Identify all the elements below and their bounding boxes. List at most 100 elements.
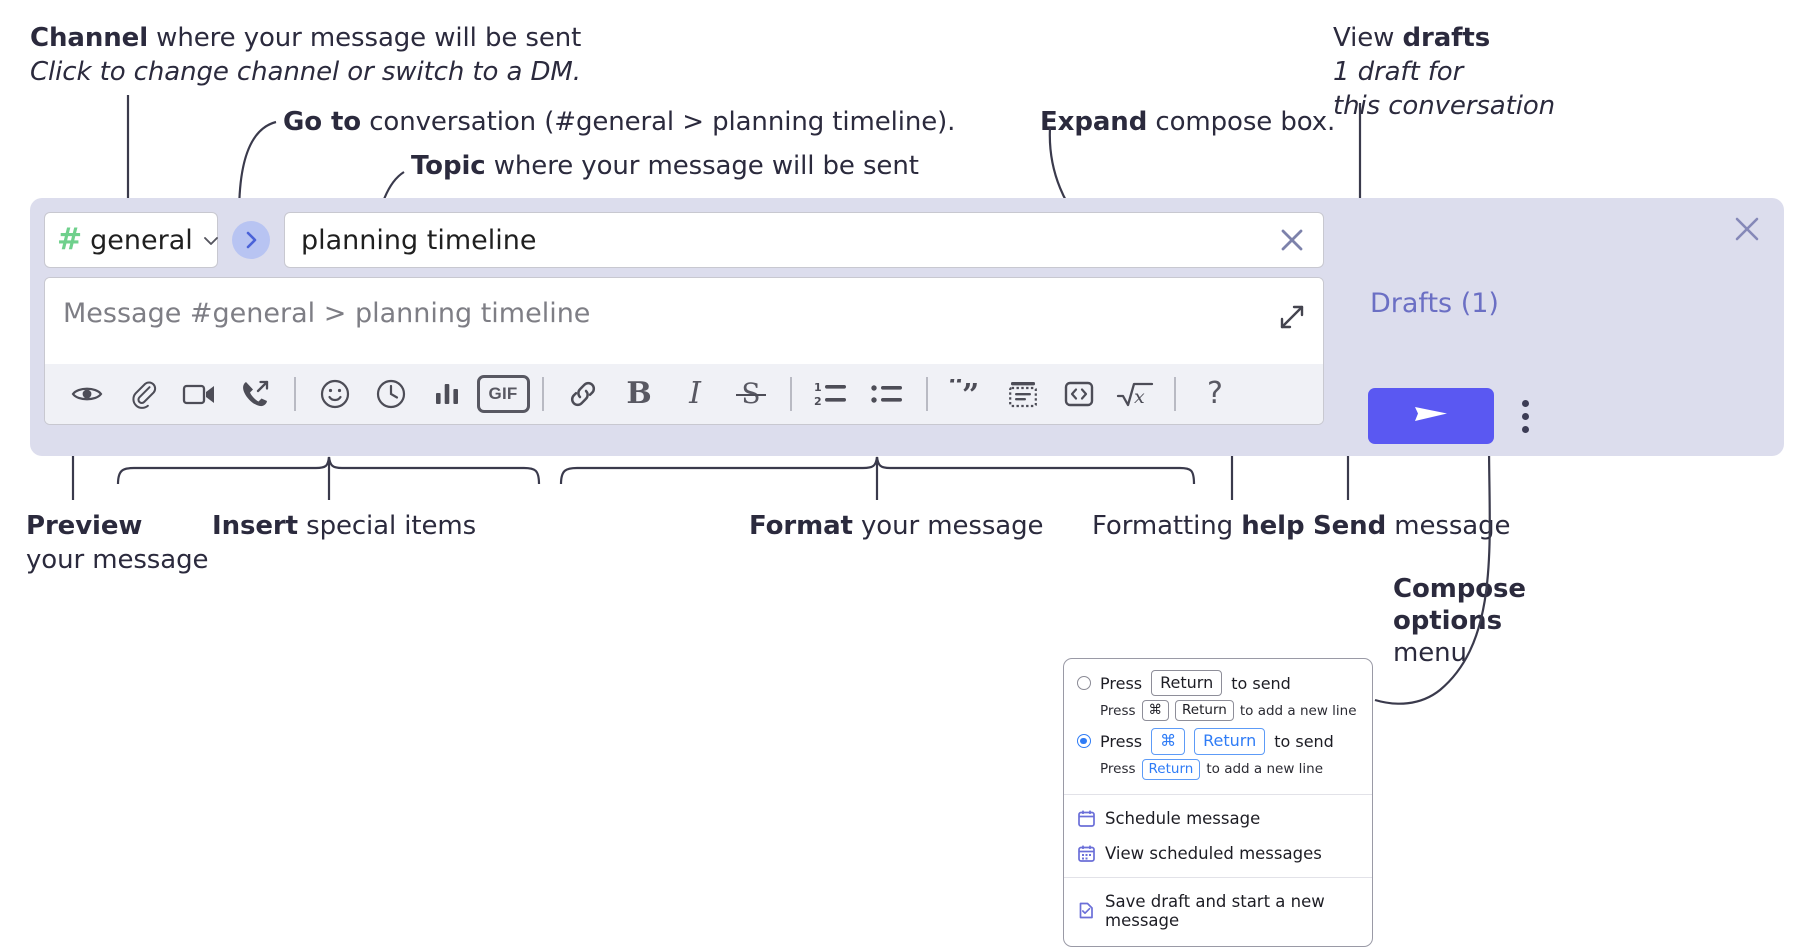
option1-post: to send <box>1231 673 1291 693</box>
radio-unselected-icon <box>1077 676 1091 691</box>
message-textarea[interactable]: Message #general > planning timeline <box>45 278 1323 364</box>
help-label: ? <box>1207 376 1223 411</box>
code-icon[interactable] <box>1051 366 1107 422</box>
attachment-icon[interactable] <box>115 366 171 422</box>
menu-item-view-scheduled-messages[interactable]: View scheduled messages <box>1064 836 1372 871</box>
calendar-schedule-icon <box>1077 809 1096 828</box>
radio-option-return-to-send[interactable]: Press Return to send <box>1064 669 1372 697</box>
option1-pre: Press <box>1100 673 1143 693</box>
annotation-send-bold: Send <box>1313 511 1387 541</box>
calendar-view-icon <box>1077 844 1096 863</box>
option1-key: Return <box>1151 670 1223 697</box>
menu-item-schedule-message[interactable]: Schedule message <box>1064 801 1372 836</box>
annotation-preview-line2: your message <box>26 544 209 575</box>
toolbar-separator <box>1174 377 1176 411</box>
option1-subtext: Press ⌘ Return to add a new line <box>1064 697 1372 727</box>
annotation-topic-bold: Topic <box>411 151 486 181</box>
option2-pre: Press <box>1100 731 1143 751</box>
hash-icon: # <box>57 222 83 257</box>
topic-input[interactable]: planning timeline <box>284 212 1324 268</box>
annotation-send: Send message <box>1313 510 1511 544</box>
option2-sub-key: Return <box>1141 758 1201 780</box>
option2-sub-post: to add a new line <box>1206 761 1324 778</box>
chevron-right-icon <box>240 229 262 251</box>
help-icon[interactable]: ? <box>1187 366 1243 422</box>
bulleted-list-icon[interactable] <box>859 366 915 422</box>
kebab-dot <box>1521 425 1529 433</box>
kebab-dot <box>1521 399 1529 407</box>
option1-sub-pre: Press <box>1100 702 1136 719</box>
svg-text:1: 1 <box>814 381 822 394</box>
bold-icon[interactable]: B <box>611 366 667 422</box>
annotation-compose-options: Compose options menu <box>1393 573 1526 670</box>
compose-options-button[interactable] <box>1512 396 1538 436</box>
annotation-channel-bold: Channel <box>30 23 149 53</box>
bold-label: B <box>626 376 652 411</box>
close-compose-icon[interactable] <box>1730 212 1764 246</box>
annotation-goto: Go to conversation (#general > planning … <box>283 106 955 140</box>
schedule-section: Schedule message View scheduled messages <box>1064 795 1372 877</box>
annotation-channel-rest: where your message will be sent <box>148 23 582 53</box>
emoji-icon[interactable] <box>307 366 363 422</box>
radio-option-cmd-return-to-send[interactable]: Press ⌘ Return to send <box>1064 727 1372 755</box>
channel-name-label: general <box>90 224 193 256</box>
gif-icon[interactable]: GIF <box>475 366 531 422</box>
strikethrough-icon[interactable]: S <box>723 366 779 422</box>
preview-icon[interactable] <box>59 366 115 422</box>
compose-inner: # general planning timeline <box>44 212 1324 425</box>
time-icon[interactable] <box>363 366 419 422</box>
chevron-down-icon <box>201 231 219 249</box>
quote-icon[interactable]: “ ” <box>939 366 995 422</box>
annotation-drafts-bold: drafts <box>1402 23 1491 53</box>
send-button[interactable] <box>1368 388 1494 444</box>
svg-text:“: “ <box>948 379 965 404</box>
menu-item-save-draft[interactable]: Save draft and start a new message <box>1064 884 1372 938</box>
annotation-expand: Expand compose box. <box>1040 106 1335 140</box>
toolbar-separator <box>542 377 544 411</box>
annotation-topic: Topic where your message will be sent <box>411 150 919 184</box>
spoiler-icon[interactable] <box>995 366 1051 422</box>
strikethrough-label: S <box>741 377 760 410</box>
menu-divider <box>1064 876 1372 878</box>
expand-compose-icon[interactable] <box>1277 302 1307 332</box>
annotation-compose-options-line1: Compose <box>1393 574 1526 604</box>
annotation-goto-bold: Go to <box>283 107 362 137</box>
svg-text:2: 2 <box>814 395 822 408</box>
radio-selected-icon <box>1077 734 1091 749</box>
annotation-compose-options-line3: menu <box>1393 638 1467 669</box>
send-icon <box>1409 396 1453 436</box>
option2-post: to send <box>1274 731 1334 751</box>
link-icon[interactable] <box>555 366 611 422</box>
svg-text:x: x <box>1134 386 1145 408</box>
annotation-format: Format your message <box>749 510 1044 544</box>
drafts-link[interactable]: Drafts (1) <box>1370 288 1499 319</box>
option1-sub-key2: Return <box>1175 700 1234 722</box>
numbered-list-icon[interactable]: 1 2 <box>803 366 859 422</box>
menu-item-label: Save draft and start a new message <box>1105 891 1325 930</box>
toolbar-separator <box>294 377 296 411</box>
option1-sub-key1: ⌘ <box>1141 700 1170 722</box>
kebab-dot <box>1521 412 1529 420</box>
math-icon[interactable]: x <box>1107 366 1163 422</box>
poll-icon[interactable] <box>419 366 475 422</box>
clear-topic-icon[interactable] <box>1275 223 1309 257</box>
annotation-compose-options-line2: options <box>1393 606 1502 637</box>
send-shortcut-options: Press Return to send Press ⌘ Return to a… <box>1064 659 1372 794</box>
menu-divider <box>1064 793 1372 795</box>
option1-sub-post: to add a new line <box>1239 702 1357 719</box>
voice-call-icon[interactable] <box>227 366 283 422</box>
italic-icon[interactable]: I <box>667 366 723 422</box>
annotation-drafts-pre: View <box>1333 23 1403 53</box>
video-call-icon[interactable] <box>171 366 227 422</box>
go-to-conversation-button[interactable] <box>232 221 270 259</box>
annotation-topic-rest: where your message will be sent <box>485 151 919 181</box>
annotation-send-rest: message <box>1386 511 1511 541</box>
annotation-preview: Preview your message <box>26 510 208 578</box>
annotation-help-bold: help <box>1241 511 1305 541</box>
annotation-drafts-line2: 1 draft for <box>1333 56 1464 87</box>
annotation-insert-bold: Insert <box>212 511 298 541</box>
annotation-channel-italic: Click to change channel or switch to a D… <box>30 56 581 87</box>
channel-select-button[interactable]: # general <box>44 212 218 268</box>
